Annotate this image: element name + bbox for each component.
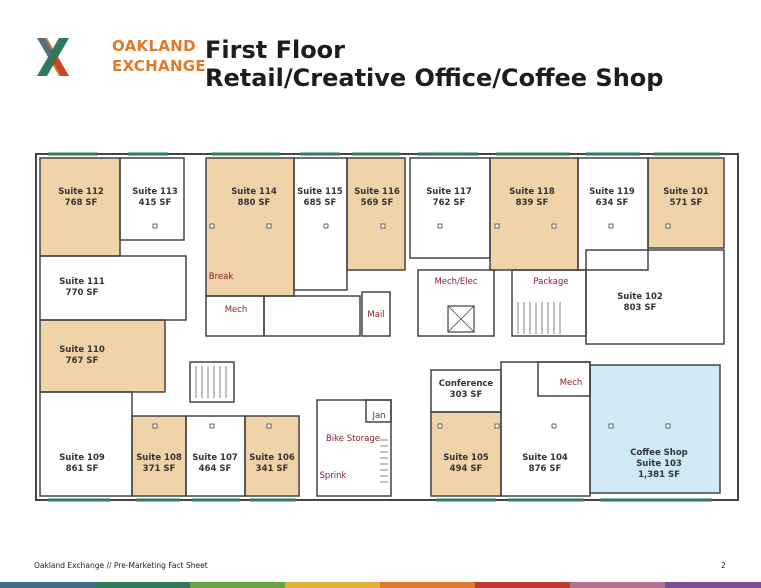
suite-105-area-text: 494 SF (450, 464, 483, 474)
stair-left (189, 361, 235, 403)
suite-114-name: Suite 114 (231, 187, 277, 197)
suite-107-area[interactable] (185, 415, 246, 497)
coffee-shop-name: Coffee Shop (630, 448, 688, 458)
suite-104-area-text: 876 SF (529, 464, 562, 474)
suite-117-area[interactable] (409, 157, 491, 259)
suite-110-name: Suite 110 (59, 345, 105, 355)
bike-storage-area (316, 399, 392, 497)
conference-area-text: 303 SF (450, 390, 483, 400)
suite-112-name: Suite 112 (58, 187, 104, 197)
suite-108-name: Suite 108 (136, 453, 182, 463)
suite-119-name: Suite 119 (589, 187, 635, 197)
suite-116-area-text: 569 SF (361, 198, 394, 208)
brand-logo: OAKLAND EXCHANGE (33, 36, 206, 80)
suite-115-name: Suite 115 (297, 187, 343, 197)
package-area (511, 269, 587, 337)
suite-102-area-text: 803 SF (624, 303, 657, 313)
suite-109-area[interactable] (39, 391, 133, 497)
brand-line1: OAKLAND (112, 37, 196, 55)
mech-elec-label: Mech/Elec (434, 277, 477, 287)
suite-110-area-text: 767 SF (66, 356, 99, 366)
bike-storage-label: Bike Storage (326, 434, 380, 444)
suite-104-name: Suite 104 (522, 453, 568, 463)
suite-111-area-text: 770 SF (66, 288, 99, 298)
package-label: Package (533, 277, 568, 287)
page-title: First Floor (205, 36, 346, 64)
footer-text: Oakland Exchange // Pre-Marketing Fact S… (34, 561, 208, 570)
conference-name: Conference (439, 379, 494, 389)
suite-101-name: Suite 101 (663, 187, 709, 197)
break-label: Break (209, 272, 234, 282)
suite-107-area-text: 464 SF (199, 464, 232, 474)
suite-118-name: Suite 118 (509, 187, 555, 197)
suite-108-area[interactable] (131, 415, 187, 497)
suite-118-area-text: 839 SF (516, 198, 549, 208)
suite-106-name: Suite 106 (249, 453, 295, 463)
suite-105-area[interactable] (430, 411, 502, 497)
mech-elec-area (417, 269, 495, 337)
brand-line2: EXCHANGE (112, 57, 206, 75)
jan-label: Jan (371, 411, 385, 421)
logo-mark-icon (37, 38, 69, 76)
coffee-shop-suite: Suite 103 (636, 459, 682, 469)
suite-111-name: Suite 111 (59, 277, 105, 287)
suite-118-area[interactable] (489, 157, 579, 271)
mail-area (361, 291, 391, 337)
suite-111-area[interactable] (39, 255, 187, 321)
restroom-area (263, 295, 361, 337)
suite-107-name: Suite 107 (192, 453, 238, 463)
suite-102-name: Suite 102 (617, 292, 663, 302)
conference-area[interactable] (430, 369, 502, 413)
coffee-shop-area-text: 1,381 SF (638, 470, 680, 480)
suite-101-area[interactable] (647, 157, 725, 249)
suite-113-area[interactable] (119, 157, 185, 241)
mech-right-label: Mech (560, 378, 583, 388)
suite-114-area-text: 880 SF (238, 198, 271, 208)
mail-label: Mail (367, 310, 384, 320)
suite-117-area-text: 762 SF (433, 198, 466, 208)
suite-109-name: Suite 109 (59, 453, 105, 463)
jan-area (365, 399, 392, 423)
suite-116-area[interactable] (346, 157, 406, 271)
mech-left-label: Mech (225, 305, 248, 315)
suite-105-name: Suite 105 (443, 453, 489, 463)
suite-119-area-text: 634 SF (596, 198, 629, 208)
suite-115-area[interactable] (293, 157, 348, 291)
mech-right-area (537, 361, 591, 397)
suite-108-area-text: 371 SF (143, 464, 176, 474)
suite-113-area-text: 415 SF (139, 198, 172, 208)
suite-106-area[interactable] (244, 415, 300, 497)
suite-119-area[interactable] (577, 157, 649, 271)
suite-115-area-text: 685 SF (304, 198, 337, 208)
suite-106-area-text: 341 SF (256, 464, 289, 474)
suite-112-area-text: 768 SF (65, 198, 98, 208)
suite-113-name: Suite 113 (132, 187, 178, 197)
page-subtitle: Retail/Creative Office/Coffee Shop (205, 64, 664, 92)
suite-101-area-text: 571 SF (670, 198, 703, 208)
suite-116-name: Suite 116 (354, 187, 400, 197)
suite-117-name: Suite 117 (426, 187, 472, 197)
page-number: 2 (721, 561, 726, 570)
elevator-icon (447, 305, 475, 333)
suite-110-area[interactable] (39, 319, 166, 393)
sprink-label: Sprink (320, 471, 347, 481)
suite-109-area-text: 861 SF (66, 464, 99, 474)
